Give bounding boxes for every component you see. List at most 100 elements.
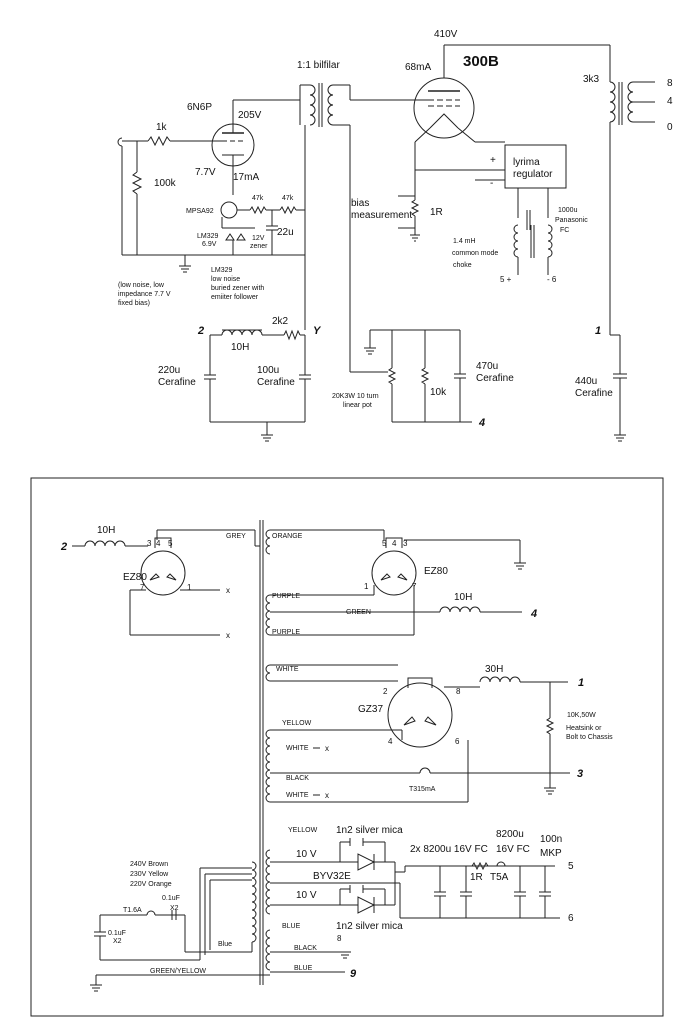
mica2-label: 1n2 silver mica [336, 921, 403, 932]
zener-label: LM329 [197, 233, 219, 240]
black1-label: BLACK [286, 775, 309, 782]
tap-4: 4 [667, 96, 673, 107]
choke-out-label: 10H [454, 592, 472, 603]
r1r-label: 1R [430, 207, 443, 218]
reg-minus: - [490, 178, 493, 189]
gz-pin8: 8 [456, 687, 461, 696]
cap440-1: 440u [575, 376, 597, 387]
zener12b-label: zener [250, 243, 268, 250]
ez80r-pin4: 4 [392, 539, 397, 548]
psu-node4: 4 [530, 608, 537, 620]
tube-300b [413, 77, 475, 139]
pot-1: 20K3W 10 turn [332, 393, 379, 400]
cap440-2: Cerafine [575, 388, 613, 399]
fuse16-label: T1.6A [123, 907, 142, 914]
mains-3: 220V Orange [130, 881, 172, 888]
cap22-label: 22u [277, 227, 294, 238]
gz-pin4: 4 [388, 737, 393, 746]
mains-1: 240V Brown [130, 861, 168, 868]
r10k50w-1: 10K,50W [567, 712, 596, 719]
choke10h-label: 10H [231, 342, 249, 353]
psu-node1: 1 [578, 677, 584, 689]
plate-voltage-label: 205V [238, 110, 262, 121]
caps-label: 2x 8200u 16V FC [410, 844, 488, 855]
r10k50w-2: Heatsink or [566, 725, 602, 732]
gz37 [387, 682, 453, 748]
bias-meas-2: measurement [351, 210, 412, 221]
x-mark-2: x [226, 631, 230, 640]
choke-10h [221, 329, 263, 336]
purple2-label: PURPLE [272, 629, 300, 636]
v10a-label: 10 V [296, 849, 317, 860]
ez80-left [140, 550, 186, 596]
psu-node6: 6 [568, 913, 574, 924]
regulator-2: regulator [513, 169, 553, 180]
common-mode-choke [513, 224, 519, 258]
bias-pot[interactable] [387, 367, 397, 385]
c01b-1: 0.1uF [108, 930, 126, 937]
r47b-label: 47k [282, 195, 294, 202]
cap220-2: Cerafine [158, 377, 196, 388]
regulator-1: lyrima [513, 157, 540, 168]
interstage-secondary [327, 84, 334, 126]
mains-2: 230V Yellow [130, 871, 169, 878]
bias-note-1: (low noise, low [118, 282, 165, 289]
reg-plus: + [490, 155, 496, 166]
gz-pin6: 6 [455, 737, 460, 746]
pot-2: linear pot [343, 402, 372, 409]
psu-node5: 5 [568, 861, 574, 872]
zener12-label: 12V [252, 235, 265, 242]
choke-in-label: 10H [97, 525, 115, 536]
ez80l-pin3: 3 [147, 539, 152, 548]
ez80-right-label: EZ80 [424, 566, 448, 577]
lm329-note-4: emiiter follower [211, 294, 259, 301]
output-transformer-primary [609, 81, 616, 123]
c01b-2: X2 [113, 938, 122, 945]
white1-label: WHITE [276, 666, 299, 673]
c01a-1: 0.1uF [162, 895, 180, 902]
interstage-primary [309, 84, 316, 126]
cap100n-2: MKP [540, 848, 562, 859]
v10b-label: 10 V [296, 890, 317, 901]
cap470-1: 470u [476, 361, 498, 372]
cap100-2: Cerafine [257, 377, 295, 388]
cap1000-2: Panasonic [555, 217, 588, 224]
choke30-label: 30H [485, 664, 503, 675]
bias-note-3: fixed bias) [118, 300, 150, 307]
tube-300b-label: 300B [463, 53, 499, 70]
x-mark-3: x [325, 744, 329, 753]
orange-label: ORANGE [272, 533, 303, 540]
cap100-1: 100u [257, 365, 279, 376]
mica1-label: 1n2 silver mica [336, 825, 403, 836]
node2-label: 2 [197, 325, 204, 337]
blue2-label: BLUE [294, 965, 313, 972]
psu-border [30, 477, 664, 1017]
gy-label: GREEN/YELLOW [150, 968, 206, 975]
psu-node8: 8 [337, 934, 342, 943]
tube-6n6p-label: 6N6P [187, 102, 212, 113]
choke-3: choke [453, 262, 472, 269]
diode-byv32e-b [357, 896, 376, 914]
ez80l-pin5: 5 [168, 539, 173, 548]
cap470-2: Cerafine [476, 373, 514, 384]
cap1000-1: 1000u [558, 207, 578, 214]
yellow1-label: YELLOW [282, 720, 312, 727]
psu-node9: 9 [350, 968, 357, 980]
ez80r-pin3: 3 [403, 539, 408, 548]
amplifier-stage: 410V 300B 68mA 1:1 bilfilar 6N6P 205V 7.… [117, 29, 673, 442]
fuse315-label: T315mA [409, 786, 436, 793]
ez80l-pin7: 7 [140, 583, 145, 592]
white3-label: WHITE [286, 792, 309, 799]
r-grid-label: 1k [156, 122, 168, 133]
choke-2: common mode [452, 250, 498, 257]
grey-label: GREY [226, 533, 246, 540]
tap-8: 8 [667, 78, 673, 89]
black2-label: BLACK [294, 945, 317, 952]
psu-node3: 3 [577, 768, 583, 780]
yellow2-label: YELLOW [288, 827, 318, 834]
green-label: GREEN [346, 609, 371, 616]
out-xfmr-label: 3k3 [583, 74, 600, 85]
ez80-right [371, 550, 417, 596]
x-mark-1: x [226, 586, 230, 595]
white2-label: WHITE [286, 745, 309, 752]
